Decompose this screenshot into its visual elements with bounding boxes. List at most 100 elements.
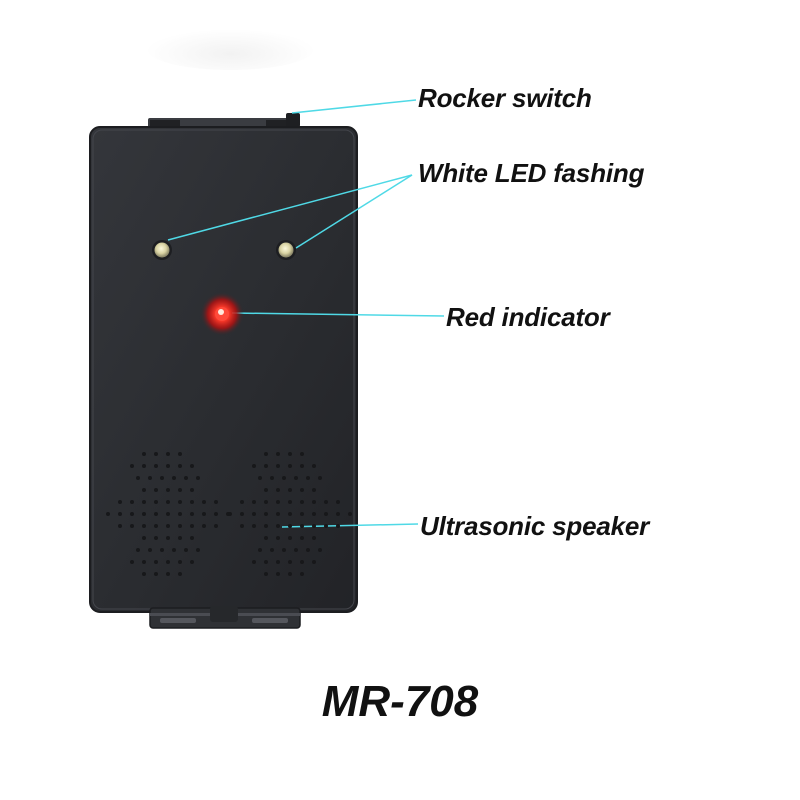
red-indicator-led bbox=[200, 292, 244, 336]
grille-hole bbox=[154, 452, 158, 456]
grille-hole bbox=[306, 476, 310, 480]
grille-hole bbox=[258, 548, 262, 552]
grille-hole bbox=[190, 536, 194, 540]
grille-hole bbox=[240, 512, 244, 516]
grille-hole bbox=[130, 524, 134, 528]
grille-hole bbox=[318, 548, 322, 552]
rocker-switch-leader bbox=[291, 99, 417, 114]
grille-hole bbox=[312, 500, 316, 504]
grille-hole bbox=[166, 560, 170, 564]
grille-hole bbox=[288, 572, 292, 576]
grille-hole bbox=[190, 488, 194, 492]
grille-hole bbox=[166, 500, 170, 504]
grille-hole bbox=[294, 548, 298, 552]
grille-hole bbox=[276, 572, 280, 576]
grille-hole bbox=[148, 548, 152, 552]
bottom-bracket bbox=[149, 606, 301, 629]
grille-hole bbox=[276, 536, 280, 540]
grille-hole bbox=[142, 500, 146, 504]
grille-hole bbox=[228, 512, 232, 516]
grille-hole bbox=[172, 548, 176, 552]
grille-hole bbox=[160, 548, 164, 552]
grille-hole bbox=[252, 464, 256, 468]
grille-hole bbox=[252, 512, 256, 516]
grille-hole bbox=[178, 488, 182, 492]
grille-hole bbox=[154, 464, 158, 468]
grille-hole bbox=[190, 524, 194, 528]
grille-hole bbox=[130, 464, 134, 468]
grille-hole bbox=[264, 452, 268, 456]
speaker-grille-right bbox=[228, 452, 352, 576]
grille-hole bbox=[240, 524, 244, 528]
grille-hole bbox=[166, 464, 170, 468]
model-name: MR-708 bbox=[321, 677, 479, 726]
grille-hole bbox=[282, 476, 286, 480]
grille-hole bbox=[324, 500, 328, 504]
grille-hole bbox=[214, 500, 218, 504]
grille-hole bbox=[348, 512, 352, 516]
grille-hole bbox=[264, 524, 268, 528]
grille-hole bbox=[142, 512, 146, 516]
grille-hole bbox=[166, 452, 170, 456]
grille-hole bbox=[202, 524, 206, 528]
grille-hole bbox=[300, 464, 304, 468]
grille-hole bbox=[148, 476, 152, 480]
grille-hole bbox=[264, 464, 268, 468]
grille-hole bbox=[312, 464, 316, 468]
grille-hole bbox=[184, 548, 188, 552]
grille-hole bbox=[154, 572, 158, 576]
grille-hole bbox=[154, 512, 158, 516]
ultrasonic-speaker-label: Ultrasonic speaker bbox=[420, 511, 650, 541]
grille-hole bbox=[282, 548, 286, 552]
speaker-leader bbox=[281, 523, 419, 528]
grille-hole bbox=[178, 500, 182, 504]
grille-hole bbox=[294, 476, 298, 480]
grille-hole bbox=[202, 512, 206, 516]
grille-hole bbox=[190, 464, 194, 468]
grille-hole bbox=[178, 464, 182, 468]
grille-hole bbox=[288, 524, 292, 528]
grille-hole bbox=[288, 488, 292, 492]
grille-hole bbox=[166, 572, 170, 576]
grille-hole bbox=[142, 452, 146, 456]
grille-hole bbox=[264, 512, 268, 516]
grille-hole bbox=[166, 512, 170, 516]
grille-hole bbox=[142, 560, 146, 564]
rocker-switch[interactable] bbox=[286, 113, 300, 127]
grille-hole bbox=[264, 536, 268, 540]
grille-hole bbox=[118, 500, 122, 504]
white-led-leader-right bbox=[295, 174, 413, 249]
white-led-right bbox=[276, 240, 296, 260]
grille-hole bbox=[306, 548, 310, 552]
grille-hole bbox=[130, 512, 134, 516]
grille-hole bbox=[300, 512, 304, 516]
grille-hole bbox=[136, 548, 140, 552]
grille-hole bbox=[142, 536, 146, 540]
grille-hole bbox=[288, 512, 292, 516]
grille-hole bbox=[276, 464, 280, 468]
grille-hole bbox=[142, 524, 146, 528]
grille-hole bbox=[178, 560, 182, 564]
grille-hole bbox=[118, 524, 122, 528]
callout-lines bbox=[167, 99, 445, 528]
grille-hole bbox=[178, 512, 182, 516]
grille-hole bbox=[288, 560, 292, 564]
grille-hole bbox=[196, 548, 200, 552]
grille-hole bbox=[336, 512, 340, 516]
grille-hole bbox=[190, 512, 194, 516]
grille-hole bbox=[300, 536, 304, 540]
grille-hole bbox=[202, 500, 206, 504]
grille-hole bbox=[214, 524, 218, 528]
grille-hole bbox=[324, 524, 328, 528]
grille-hole bbox=[190, 560, 194, 564]
grille-hole bbox=[178, 572, 182, 576]
grille-hole bbox=[252, 524, 256, 528]
grille-hole bbox=[336, 524, 340, 528]
grille-hole bbox=[276, 488, 280, 492]
grille-hole bbox=[154, 560, 158, 564]
grille-hole bbox=[118, 512, 122, 516]
grille-hole bbox=[312, 488, 316, 492]
grille-hole bbox=[312, 524, 316, 528]
grille-hole bbox=[154, 524, 158, 528]
grille-hole bbox=[264, 488, 268, 492]
